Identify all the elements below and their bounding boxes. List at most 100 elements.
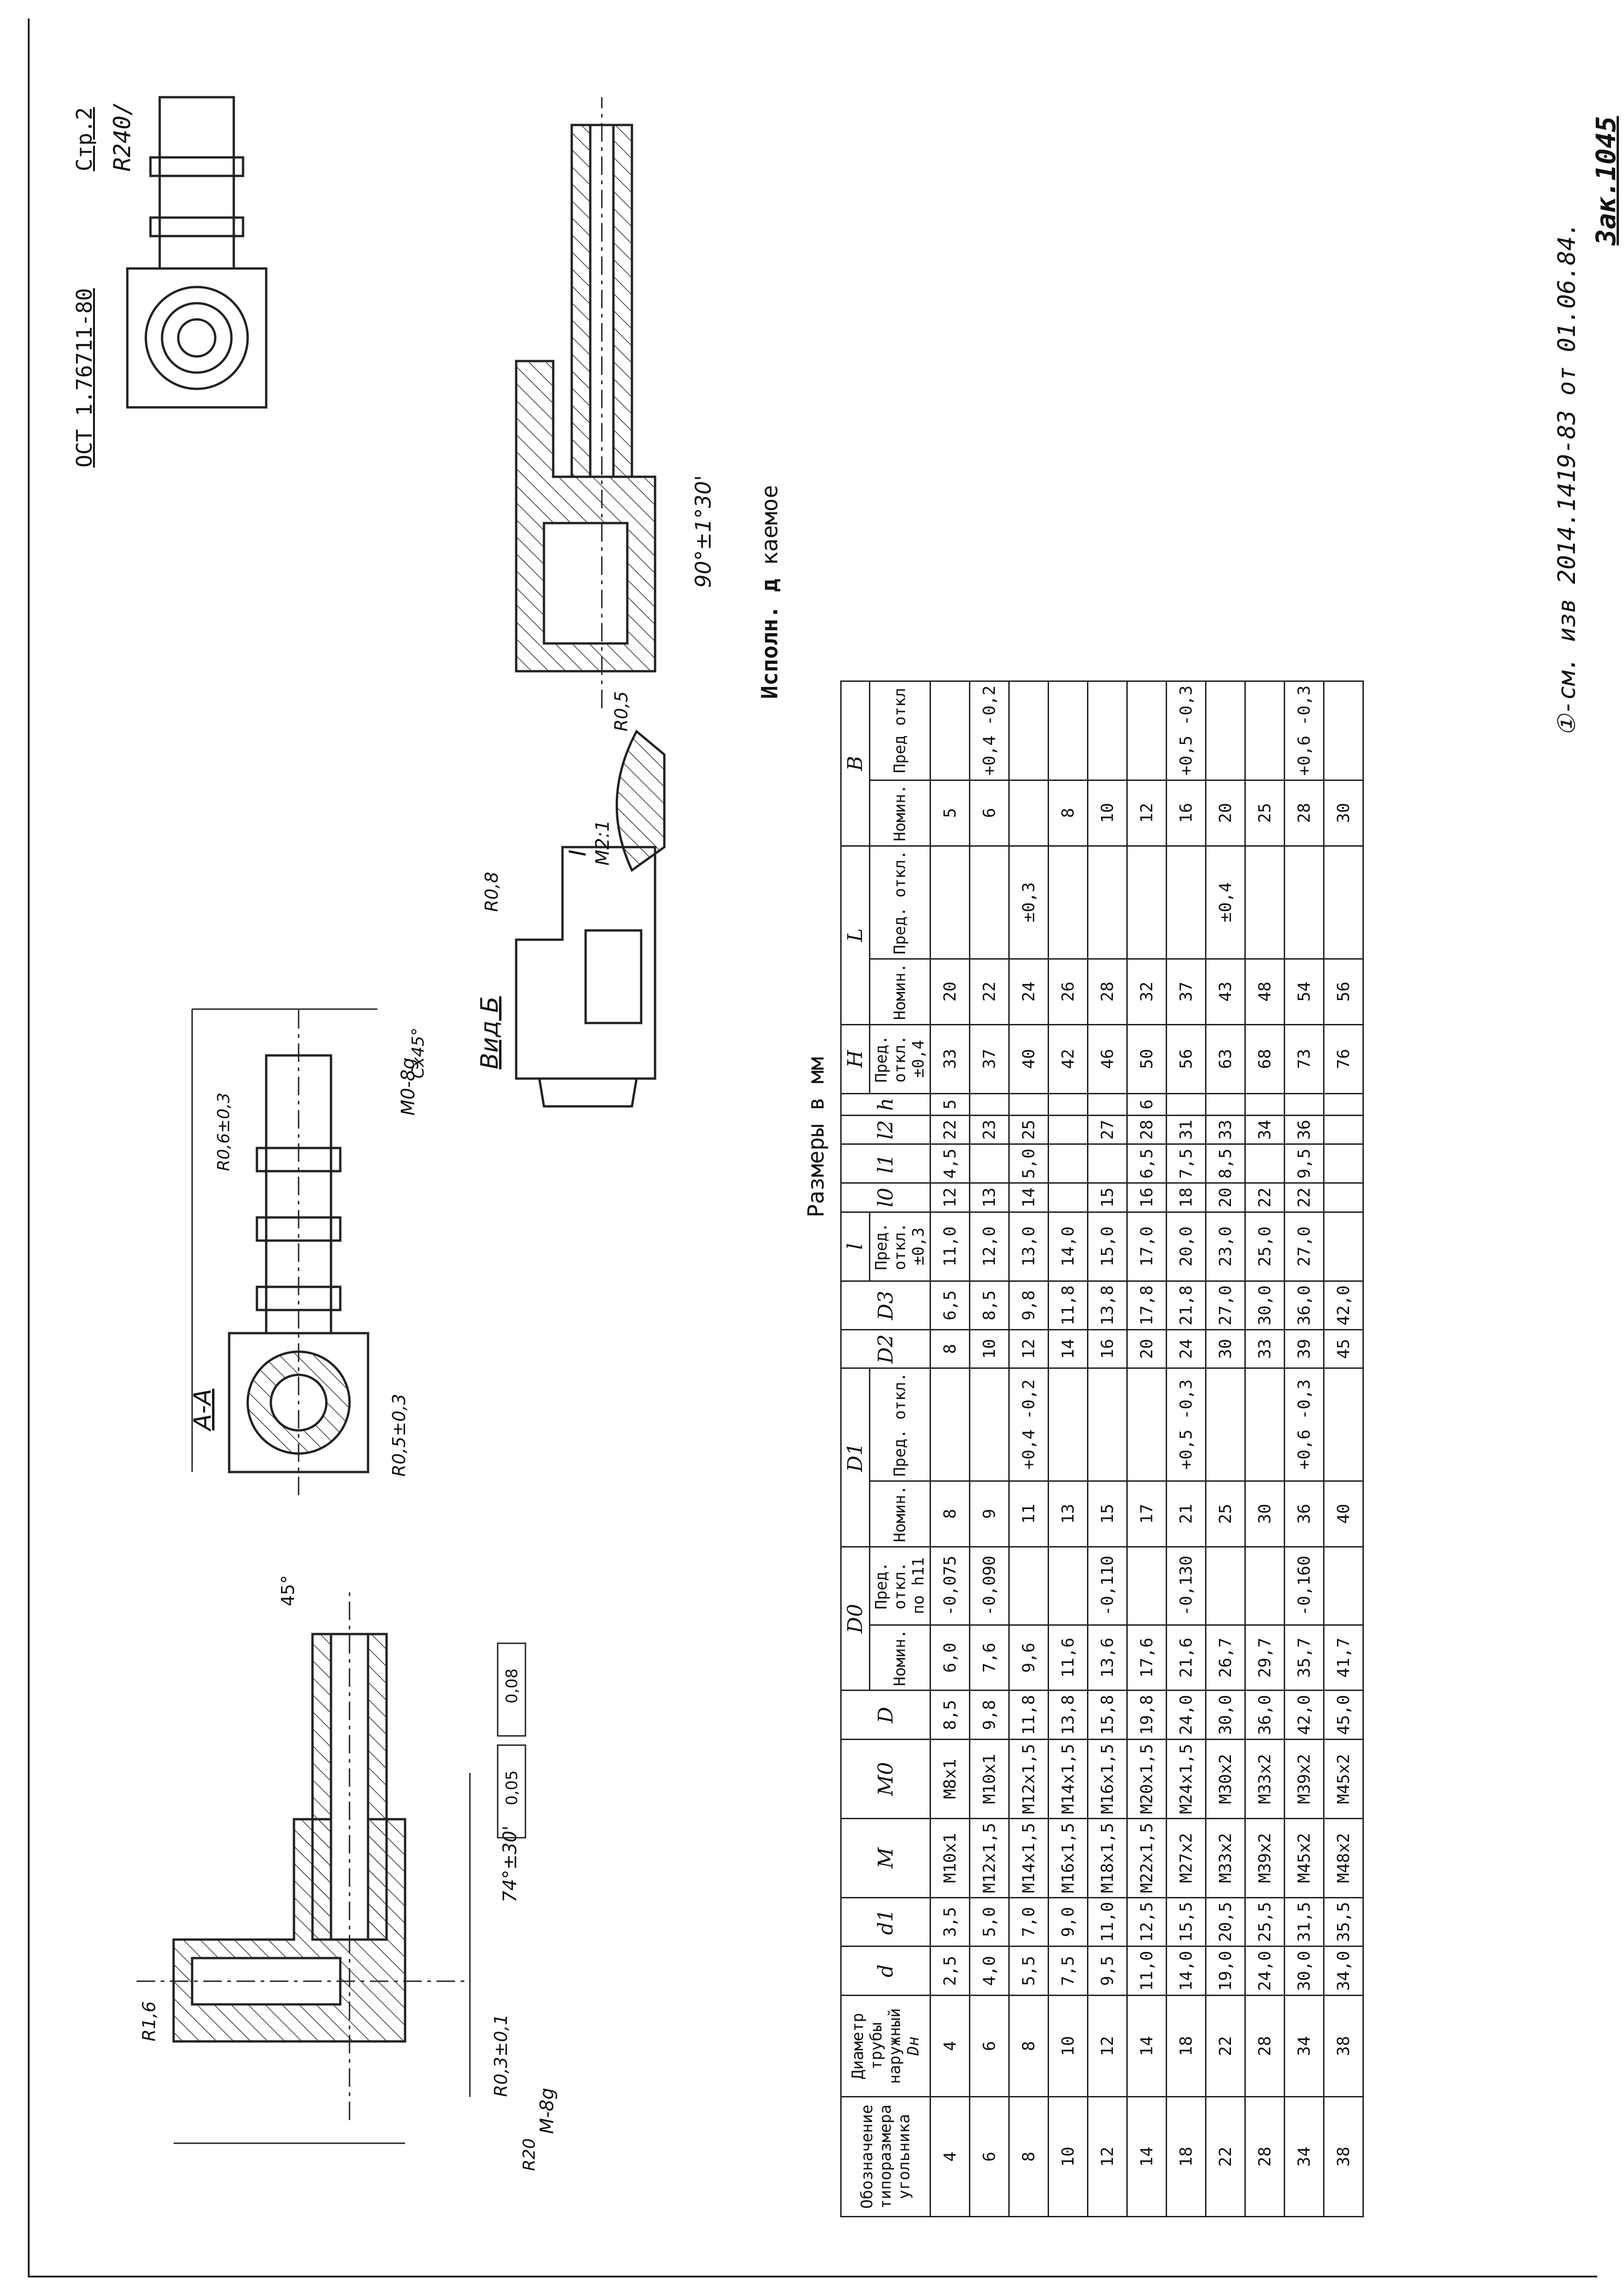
cell-H: 37: [969, 1024, 1009, 1094]
cell-Bdev: [1206, 681, 1245, 780]
cell-l2: 23: [969, 1115, 1009, 1144]
cell-B: 12: [1127, 780, 1167, 846]
cell-Ldev: [1245, 846, 1285, 959]
cell-t: 6: [969, 2096, 1009, 2217]
cell-H: 40: [1009, 1024, 1049, 1094]
label-tol-1: 0,05: [503, 1770, 521, 1805]
cell-M: M39x2: [1245, 1818, 1285, 1898]
cell-D0: 29,7: [1245, 1625, 1285, 1691]
cell-D: 19,8: [1127, 1690, 1167, 1740]
col-D0-nom: Номин.: [869, 1625, 931, 1691]
cell-h: 6: [1127, 1093, 1167, 1116]
cell-H: 63: [1206, 1024, 1245, 1094]
label-tol-2: 0,08: [503, 1668, 521, 1703]
cell-M0: M24x1,5: [1166, 1739, 1206, 1819]
order-stamp: Зак.1045: [1590, 116, 1622, 245]
col-D0-header: D0: [841, 1547, 870, 1691]
col-dn-symbol: Dн: [904, 2036, 923, 2056]
cell-l2: 33: [1206, 1115, 1245, 1144]
cell-l2: 22: [930, 1115, 970, 1144]
cell-t: 18: [1166, 2096, 1206, 2217]
cell-D2: 24: [1166, 1329, 1206, 1368]
cell-Ldev: [1324, 846, 1363, 959]
cell-l2: 31: [1166, 1115, 1206, 1144]
cell-d1: 20,5: [1206, 1897, 1245, 1947]
cell-l: 20,0: [1166, 1212, 1206, 1281]
col-D0-dev: Пред. откл. по h11: [869, 1547, 931, 1625]
cell-l0: 18: [1166, 1183, 1206, 1212]
cell-L: 26: [1048, 959, 1088, 1025]
cell-D3: 30,0: [1245, 1281, 1285, 1330]
cell-l0: 20: [1206, 1183, 1245, 1212]
cell-L: 37: [1166, 959, 1206, 1025]
view-b: [515, 846, 656, 1108]
cell-l0: 22: [1284, 1183, 1324, 1212]
cell-l0: 13: [969, 1183, 1009, 1212]
cell-B: 16: [1166, 780, 1206, 846]
cell-l0: 14: [1009, 1183, 1049, 1212]
cell-D3: 42,0: [1324, 1281, 1363, 1330]
detail-view: [615, 730, 666, 872]
cell-D0: 26,7: [1206, 1625, 1245, 1691]
cell-d1: 31,5: [1284, 1897, 1324, 1947]
cell-t: 8: [1009, 2096, 1049, 2217]
cell-H: 56: [1166, 1024, 1206, 1094]
col-B-nom: Номин.: [869, 780, 931, 846]
cell-M: M22x1,5: [1127, 1818, 1167, 1898]
cell-l1: 7,5: [1166, 1144, 1206, 1183]
cell-D1dev: [1245, 1368, 1285, 1481]
cell-h: [1087, 1093, 1127, 1116]
cell-l0: [1048, 1183, 1088, 1212]
cell-d1: 12,5: [1127, 1897, 1167, 1947]
label-r-view: R0,8: [481, 872, 502, 912]
cell-D3: 13,8: [1087, 1281, 1127, 1330]
label-r-inner: R0,6±0,3: [214, 1092, 233, 1171]
cell-d: 19,0: [1206, 1946, 1245, 1996]
col-l2-header: l2: [841, 1115, 931, 1144]
cell-D2: 45: [1324, 1329, 1363, 1368]
view-title-detail: I: [564, 849, 591, 856]
cell-M: M14x1,5: [1009, 1818, 1049, 1898]
cell-H: 68: [1245, 1024, 1285, 1094]
cell-M0: M16x1,5: [1087, 1739, 1127, 1819]
cell-l1: [969, 1144, 1009, 1183]
cell-D0: 7,6: [969, 1625, 1009, 1691]
col-L-nom: Номин.: [869, 959, 931, 1025]
cell-D1dev: [1127, 1368, 1167, 1481]
cell-L: 24: [1009, 959, 1049, 1025]
cell-dn: 8: [1009, 1995, 1049, 2097]
technical-drawing: 90°±1°30' 74°±30' 45° R1,6 R0,6±0,3 R0,3…: [126, 96, 716, 2171]
cell-M0: M12x1,5: [1009, 1739, 1049, 1819]
cell-l1: [1048, 1144, 1088, 1183]
cell-d1: 9,0: [1048, 1897, 1088, 1947]
cell-l: 15,0: [1087, 1212, 1127, 1281]
cell-M0: M33x2: [1245, 1739, 1285, 1819]
cell-t: 22: [1206, 2096, 1245, 2217]
cell-L: 22: [969, 959, 1009, 1025]
cell-t: 28: [1245, 2096, 1285, 2217]
cell-D1: 17: [1127, 1481, 1167, 1547]
label-r-detail: R0,5: [611, 691, 631, 731]
cell-d: 14,0: [1166, 1946, 1206, 1996]
cell-D1: 11: [1009, 1481, 1049, 1547]
cell-l0: 22: [1245, 1183, 1285, 1212]
cell-d1: 11,0: [1087, 1897, 1127, 1947]
col-H-dev: Пред. откл. ±0,4: [869, 1024, 931, 1094]
cell-l1: 8,5: [1206, 1144, 1245, 1183]
view-title-aa: А-А: [189, 1389, 217, 1432]
execution-elbow-view: [515, 97, 656, 708]
table-header-row-1: Обозначение типоразмера угольника Диамет…: [841, 681, 931, 2217]
label-r20: R20: [520, 2138, 539, 2171]
cell-D2: 16: [1087, 1329, 1127, 1368]
cell-B: 20: [1206, 780, 1245, 846]
cell-H: 73: [1284, 1024, 1324, 1094]
cell-t: 10: [1048, 2096, 1088, 2217]
cell-D: 9,8: [969, 1690, 1009, 1740]
cell-l1: 4,5: [930, 1144, 970, 1183]
cell-B: 8: [1048, 780, 1088, 846]
cell-l: 17,0: [1127, 1212, 1167, 1281]
cell-l: [1324, 1212, 1363, 1281]
cell-dn: 38: [1324, 1995, 1363, 2097]
